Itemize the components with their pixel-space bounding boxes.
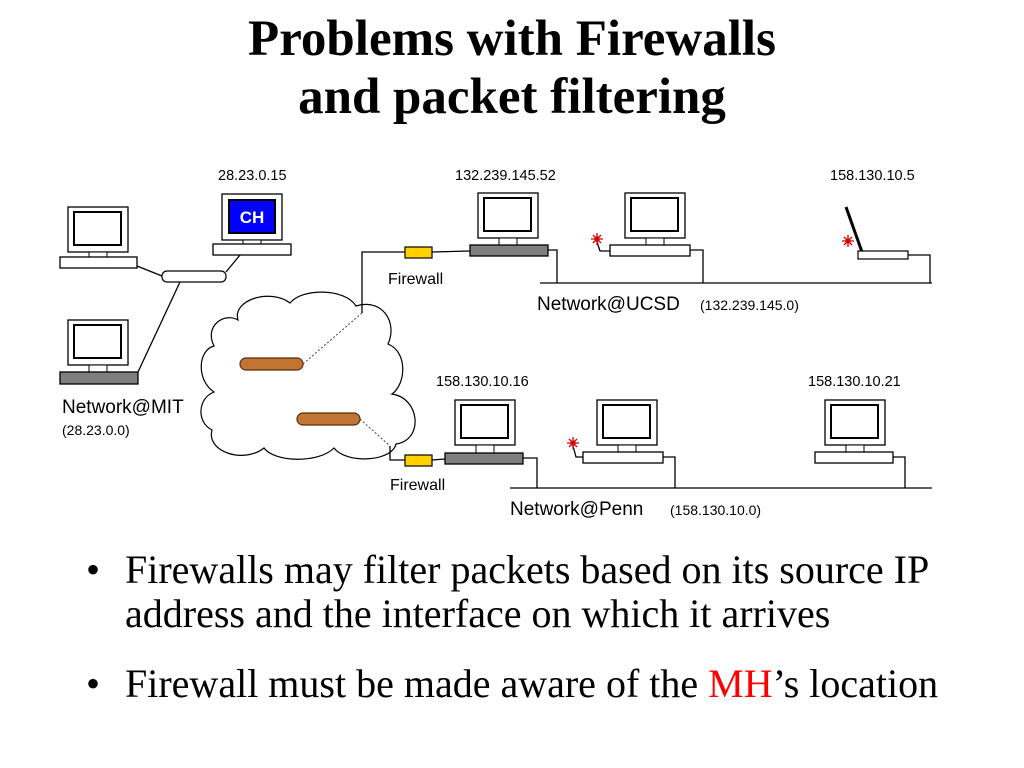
monitor-screen <box>830 404 879 439</box>
monitor-screen <box>73 211 122 246</box>
computer-base <box>609 244 691 257</box>
monitor-screen <box>73 324 122 359</box>
bullet-text-end: ’s location <box>772 661 939 706</box>
computer-icon <box>609 192 691 257</box>
laptop-icon <box>844 206 909 260</box>
router-icon <box>239 357 304 371</box>
firewall-icon <box>404 246 433 259</box>
ucsd-link <box>596 241 610 252</box>
penn-host-ip-label: 158.130.10.21 <box>808 374 901 390</box>
monitor-stand <box>645 237 665 246</box>
firewall-icon <box>404 454 433 467</box>
computer-icon <box>59 206 138 269</box>
network-diagram: 28.23.0.15 CH Network@MIT (28.23.0.0) <box>59 168 932 520</box>
signal-spark-icon <box>842 235 854 247</box>
bullet-text: Firewall must be made aware of the MH’s … <box>125 662 985 706</box>
monitor-screen <box>602 404 651 439</box>
monitor-screen <box>228 199 276 234</box>
monitor-screen <box>630 197 679 232</box>
computer-base <box>59 371 139 385</box>
slide-title: Problems with Firewalls and packet filte… <box>0 10 1024 126</box>
penn-link <box>663 456 676 488</box>
mh-highlight: MH <box>708 661 773 706</box>
mit-network-name: Network@MIT <box>62 397 184 418</box>
correspondent-host-icon: CH <box>212 193 292 256</box>
internet-path-ucsd <box>302 312 363 365</box>
penn-gateway-ip-label: 158.130.10.16 <box>436 374 529 390</box>
ucsd-network-name: Network@UCSD <box>537 294 680 315</box>
internet-path-penn <box>359 418 391 447</box>
router-icon <box>296 412 361 426</box>
laptop-base <box>857 250 909 260</box>
mit-network: 28.23.0.15 CH Network@MIT (28.23.0.0) <box>59 168 292 438</box>
computer-base <box>582 451 664 464</box>
ucsd-network: Firewall 132.239.145.52 158.130.10.5 <box>361 168 932 315</box>
penn-link <box>572 445 583 458</box>
computer-icon <box>444 399 524 465</box>
monitor-stand <box>845 444 865 453</box>
computer-icon <box>469 192 549 257</box>
penn-link <box>431 458 446 461</box>
computer-icon <box>59 319 139 385</box>
computer-base <box>814 451 894 464</box>
slide-title-line1: Problems with Firewalls <box>248 11 776 67</box>
bullet-text-start: Firewall must be made aware of the <box>125 661 709 706</box>
ucsd-link <box>908 254 931 283</box>
spark-dot <box>845 238 851 244</box>
computer-icon <box>582 399 664 464</box>
ucsd-network-address: (132.239.145.0) <box>700 297 799 313</box>
mit-link <box>136 265 163 277</box>
computer-base <box>469 244 549 257</box>
monitor-stand <box>617 444 637 453</box>
ucsd-firewall-label: Firewall <box>388 271 443 288</box>
monitor-screen <box>460 404 509 439</box>
monitor-stand <box>88 251 108 258</box>
penn-firewall-label: Firewall <box>390 477 445 494</box>
monitor-stand <box>88 364 108 373</box>
mit-link <box>225 254 241 273</box>
bullet-marker: • <box>86 661 101 706</box>
network-connector <box>161 270 227 283</box>
ucsd-gateway-ip-label: 132.239.145.52 <box>455 168 556 184</box>
signal-spark-icon <box>591 233 603 245</box>
penn-network: Firewall 158.130.10.16 158.130.10.21 <box>389 374 932 520</box>
ucsd-link <box>548 249 558 283</box>
penn-link <box>893 456 906 488</box>
computer-base <box>212 243 292 256</box>
computer-icon <box>814 399 894 464</box>
slide-title-line2: and packet filtering <box>298 69 726 125</box>
mit-link <box>137 281 181 373</box>
penn-link <box>523 457 538 488</box>
signal-spark-icon <box>567 437 579 449</box>
internet-cloud <box>200 291 416 460</box>
mit-network-address: (28.23.0.0) <box>62 422 130 438</box>
monitor-stand <box>475 444 495 454</box>
spark-dot <box>570 440 576 446</box>
penn-uplink <box>389 446 405 461</box>
ucsd-uplink <box>361 251 405 313</box>
ucsd-link <box>690 249 704 283</box>
bullet-marker: • <box>86 547 101 592</box>
computer-base <box>59 256 138 269</box>
bullet-text: Firewalls may filter packets based on it… <box>125 547 928 636</box>
mobile-host-ip-label: 158.130.10.5 <box>830 168 915 184</box>
monitor-stand <box>498 237 518 246</box>
computer-base <box>444 452 524 465</box>
penn-network-address: (158.130.10.0) <box>670 502 761 518</box>
ucsd-link <box>431 250 471 253</box>
laptop-lid <box>844 206 864 253</box>
ch-ip-label: 28.23.0.15 <box>218 168 287 184</box>
spark-dot <box>594 236 600 242</box>
monitor-screen <box>483 197 532 232</box>
penn-network-name: Network@Penn <box>510 499 643 520</box>
ch-screen-label: CH <box>240 208 265 227</box>
